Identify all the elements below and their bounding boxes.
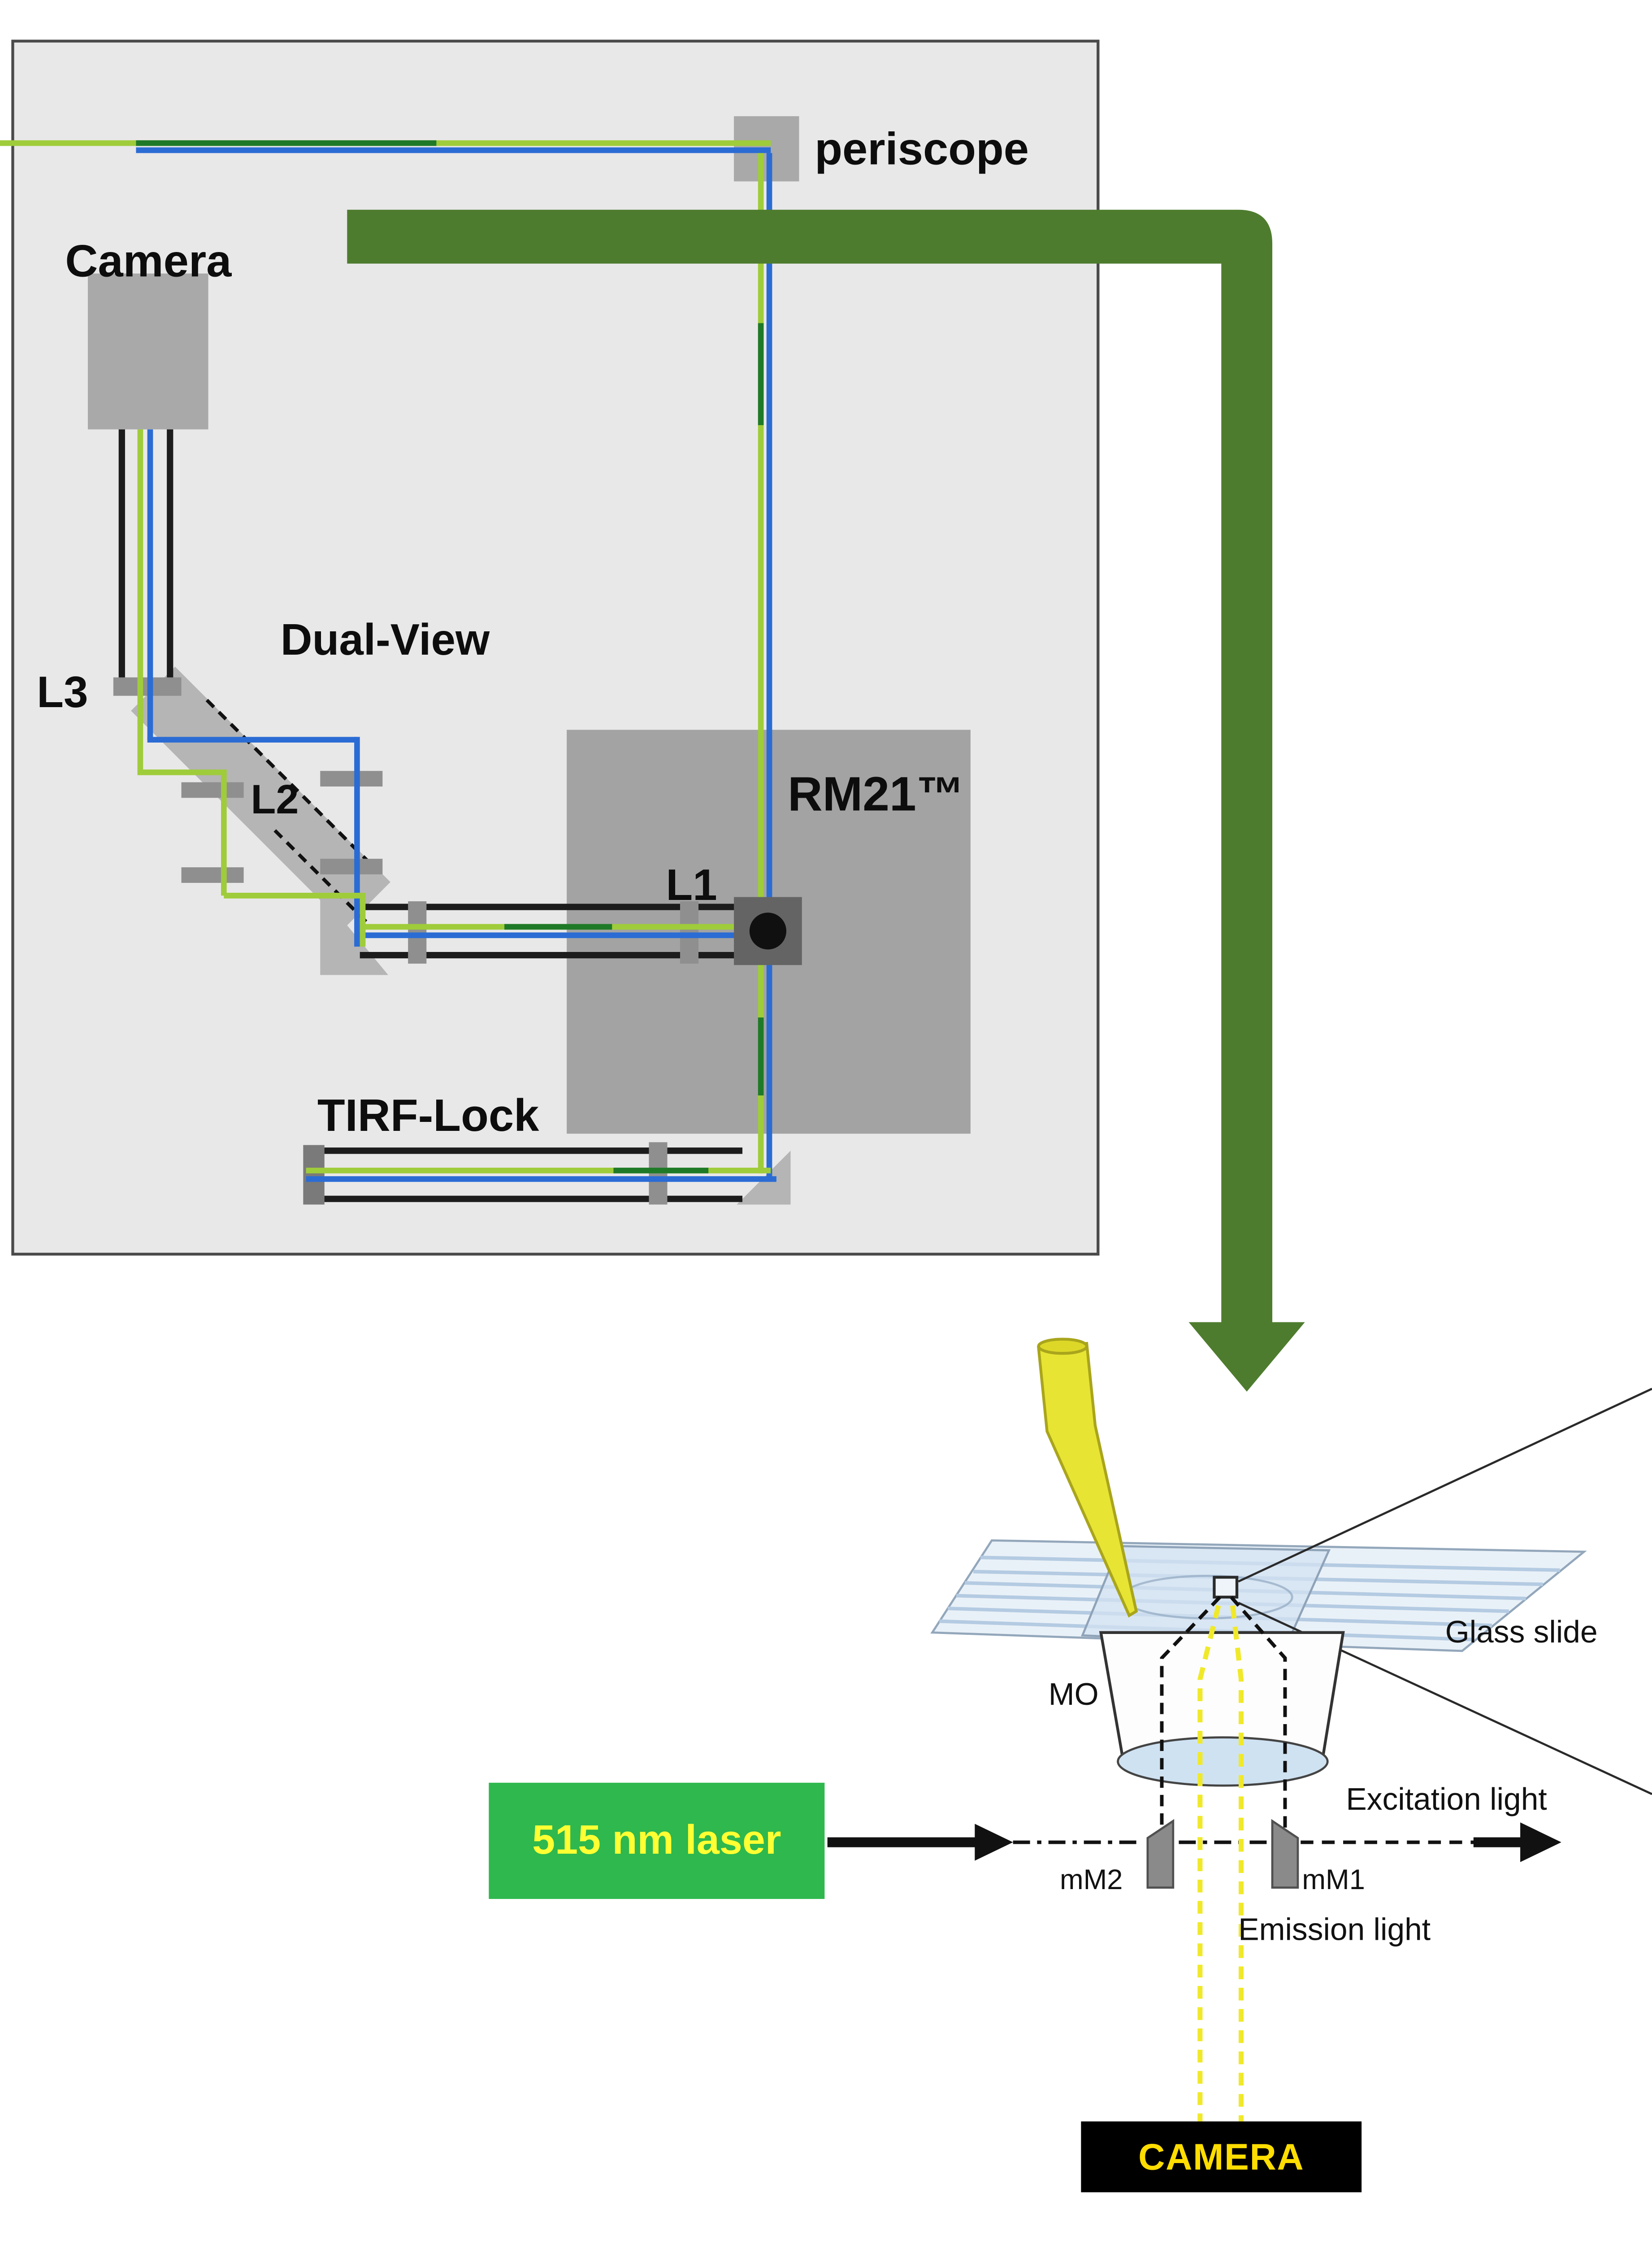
camera-box-label: CAMERA	[1138, 2135, 1305, 2177]
laser-source-box: 515 nm laser	[489, 1782, 825, 1899]
periscope-label: periscope	[815, 123, 1029, 174]
excitation-light-label: Excitation light	[1346, 1781, 1547, 1817]
microscope-objective	[1099, 1631, 1345, 1787]
rm21-label: RM21™	[788, 768, 965, 822]
emission-light-label: Emission light	[1238, 1912, 1431, 1947]
excitation-arrowhead	[1520, 1822, 1561, 1862]
optical-table-panel	[11, 39, 1100, 1256]
glass-slide-label: Glass slide	[1445, 1614, 1598, 1650]
dual-view-label: Dual-View	[280, 615, 490, 665]
emission-beam	[1197, 1605, 1244, 2122]
field-of-view-marker	[1213, 1576, 1239, 1599]
zoom-indicator-line	[1238, 1388, 1652, 1583]
l2-label: L2	[251, 778, 299, 824]
l3-label: L3	[37, 667, 88, 717]
laser-arrowhead	[975, 1824, 1013, 1861]
l1-label: L1	[666, 860, 717, 910]
micromirror-mm2	[1146, 1819, 1175, 1889]
pipette-tip	[1037, 1338, 1138, 1618]
laser-label: 515 nm laser	[532, 1817, 781, 1863]
micromirror-mm1	[1271, 1819, 1299, 1889]
mm1-label: mM1	[1302, 1865, 1365, 1896]
glass-slide-graphic	[930, 1388, 1652, 1795]
flow-cell	[1081, 1545, 1331, 1647]
tirf-lock-label: TIRF-Lock	[317, 1090, 539, 1141]
camera-label: Camera	[65, 235, 232, 287]
mm2-label: mM2	[1059, 1865, 1123, 1896]
camera-output-box: CAMERA	[1081, 2121, 1362, 2193]
mo-label: MO	[1048, 1676, 1099, 1712]
